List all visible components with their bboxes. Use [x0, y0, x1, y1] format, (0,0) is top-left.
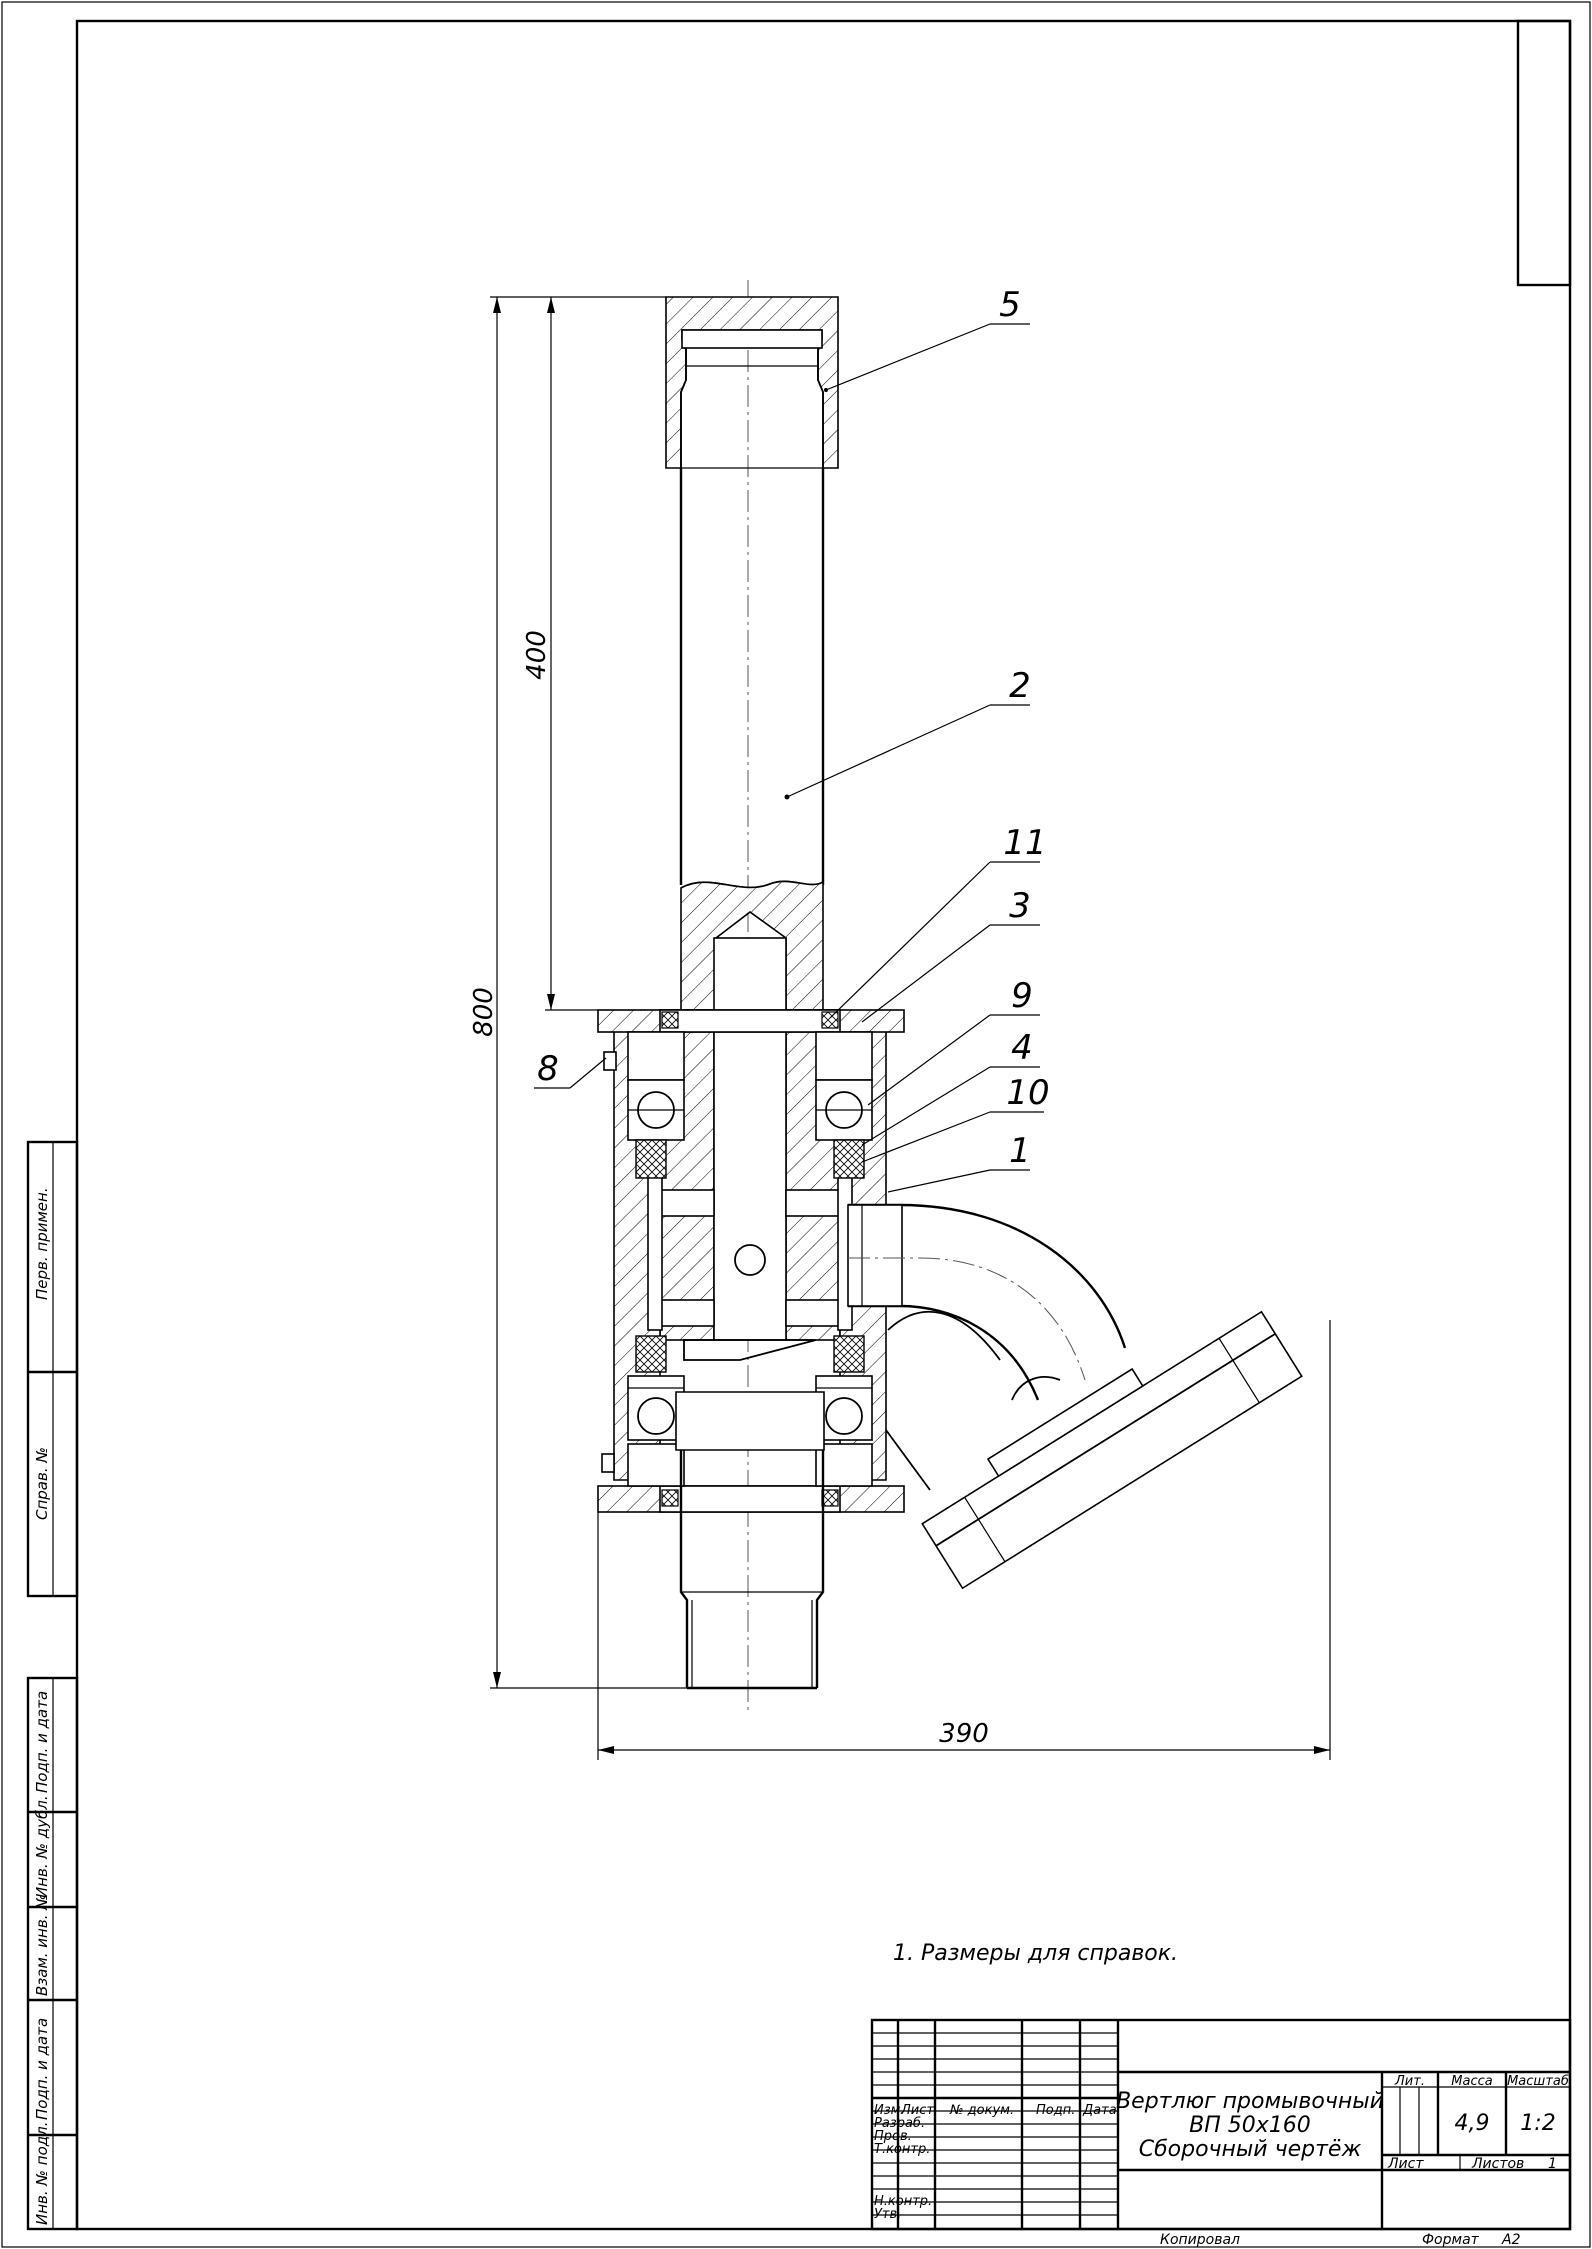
- inner-frame: [75, 19, 1572, 2231]
- svg-text:4: 4: [1011, 1028, 1033, 1068]
- tb-date: Дата: [1082, 2103, 1117, 2118]
- footer-copied: Копировал: [1160, 2232, 1240, 2248]
- tb-sheets-value: 1: [1548, 2156, 1557, 2172]
- dimension-400: 400: [522, 297, 598, 1011]
- svg-text:3: 3: [1009, 886, 1031, 926]
- part-2-lower-shaft: [679, 1450, 825, 1690]
- tb-role-tkontr: Т.контр.: [874, 2142, 930, 2157]
- tb-sheet-label: Лист: [1387, 2156, 1424, 2172]
- callout-5: 5: [824, 285, 1030, 392]
- side-stamp: Перв. примен. Справ. № Подп. и дата Инв.…: [26, 1140, 79, 2231]
- top-right-stamp: [1516, 19, 1572, 287]
- assembly-drawing: 800 400 390 5 2: [469, 280, 1331, 1760]
- callout-9: 9: [867, 976, 1040, 1106]
- callout-1: 1: [887, 1131, 1031, 1193]
- side-label-podp2: Подп. и дата: [33, 2018, 51, 2120]
- footer-format-value: А2: [1501, 2232, 1521, 2248]
- tb-role-utv: Утв.: [874, 2207, 901, 2222]
- tb-role-razrab: Разраб.: [874, 2116, 925, 2131]
- callout-11: 11: [829, 823, 1047, 1019]
- part-10-seal-left: [635, 1139, 667, 1179]
- svg-text:8: 8: [537, 1049, 559, 1089]
- side-label-sprav: Справ. №: [33, 1447, 51, 1520]
- dimension-800: 800: [469, 296, 687, 1689]
- tb-mass-label: Масса: [1451, 2074, 1492, 2089]
- tb-lit-label: Лит.: [1394, 2074, 1425, 2089]
- tb-mass-value: 4,9: [1455, 2111, 1490, 2136]
- side-label-inv-dubl: Инв. № дубл.: [33, 1795, 51, 1898]
- tb-scale-value: 1:2: [1520, 2111, 1555, 2136]
- dimension-390: 390: [597, 1320, 1331, 1760]
- svg-text:11: 11: [1003, 823, 1046, 863]
- part-8-grease-nipple-top: [603, 1051, 617, 1071]
- outlet-flange: [921, 1310, 1303, 1590]
- side-label-vzam: Взам. инв. №: [33, 1894, 51, 1996]
- side-label-perv: Перв. примен.: [33, 1187, 51, 1300]
- part-10-seal-right: [833, 1139, 865, 1179]
- svg-text:5: 5: [999, 285, 1021, 325]
- callout-8: 8: [534, 1049, 607, 1089]
- svg-text:1: 1: [1009, 1131, 1031, 1171]
- side-label-podp1: Подп. и дата: [33, 1691, 51, 1793]
- title-block: Изм. Лист № докум. Подп. Дата Разраб. Пр…: [870, 2018, 1572, 2231]
- tb-role-prov: Пров.: [874, 2129, 912, 2144]
- callout-4: 4: [861, 1028, 1040, 1146]
- tb-sheets-label: Листов: [1471, 2156, 1524, 2172]
- callout-10: 10: [861, 1073, 1050, 1163]
- side-label-inv-podl: Инв. № подл.: [33, 2122, 51, 2225]
- svg-text:9: 9: [1011, 976, 1033, 1016]
- drawing-note: 1. Размеры для справок.: [893, 1941, 1178, 1966]
- tb-list: Лист: [900, 2103, 934, 2118]
- lower-bearing: [627, 1375, 873, 1487]
- part-9-upper-bearing: [627, 1031, 873, 1141]
- tb-scale-label: Масштаб: [1507, 2074, 1569, 2089]
- callout-2: 2: [784, 666, 1031, 800]
- grease-nipple-bottom: [601, 1453, 615, 1473]
- tb-izm: Изм.: [874, 2103, 905, 2118]
- dim-800-label: 800: [469, 987, 499, 1037]
- gooseneck-outlet: [848, 1203, 1127, 1401]
- tb-title-line3: Сборочный чертёж: [1139, 2137, 1362, 2162]
- tb-sign: Подп.: [1036, 2103, 1075, 2118]
- part-5-cap: [665, 296, 839, 469]
- svg-text:2: 2: [1009, 666, 1031, 706]
- tb-title-line2: ВП 50х160: [1189, 2113, 1311, 2138]
- callout-3: 3: [861, 886, 1040, 1023]
- dim-390-label: 390: [939, 1719, 989, 1749]
- tb-doc-no: № докум.: [949, 2103, 1014, 2118]
- tb-title-line1: Вертлюг промывочный: [1116, 2089, 1384, 2114]
- tb-role-nkontr: Н.контр.: [874, 2194, 932, 2209]
- svg-text:10: 10: [1006, 1073, 1049, 1113]
- footer-format-label: Формат: [1422, 2232, 1480, 2248]
- dim-400-label: 400: [522, 630, 552, 680]
